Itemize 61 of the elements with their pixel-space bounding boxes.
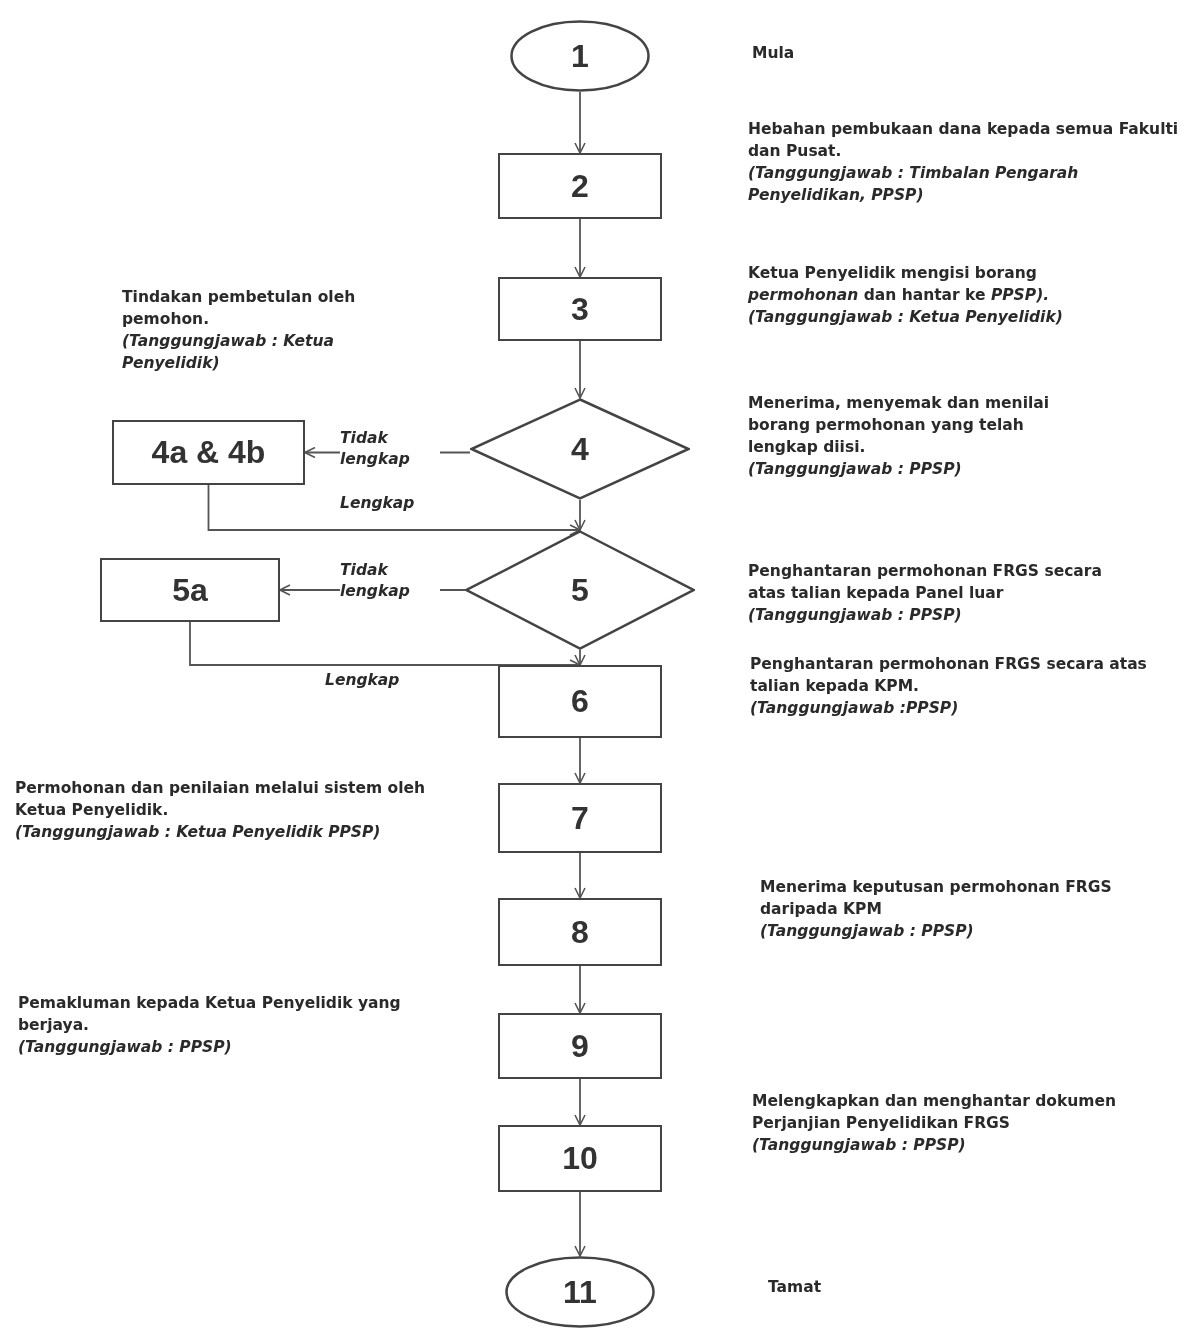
process-box [100,558,280,622]
arrow [574,1078,586,1126]
process-box [498,1013,662,1079]
arrow [574,965,586,1014]
step-number: 7 [571,799,589,837]
step-number: 4 [571,430,589,468]
decision-diamond [465,530,695,650]
responsibility-note: (Tanggungjawab : Ketua Penyelidik) [748,307,1064,328]
arrow [574,91,586,154]
decision-diamond [470,398,690,500]
step-number: 6 [571,683,589,720]
step-description: Tindakan pembetulan oleh pemohon. [122,287,357,330]
responsibility-note: (Tanggungjawab : Ketua Penyelidik) [122,331,335,374]
step-number: 3 [571,290,589,328]
edge-label: Tidak lengkap [340,428,440,470]
step-number: 8 [571,913,589,951]
process-box [498,783,662,853]
process-box [498,898,662,966]
process-box [498,1125,662,1192]
responsibility-note: (Tanggungjawab : PPSP) [752,1135,967,1156]
process-box [112,420,305,485]
step-description: Menerima, menyemak dan menilai borang permohonan yang telah lengkap diisi. [748,393,1051,458]
arrow [574,218,586,278]
step-description: Permohonan dan penilaian melalui sistem oleh Ketua Penyelidik. [15,778,427,821]
responsibility-note: (Tanggungjawab : PPSP) [760,921,975,942]
process-box [498,277,662,341]
process-box [498,153,662,219]
arrow [574,737,586,784]
step-number: 5 [571,571,589,609]
step-number: 11 [563,1273,597,1311]
step-description: Menerima keputusan permohonan FRGS daripada KPM [760,877,1113,920]
step-description: Pemakluman kepada Ketua Penyelidik yang berjaya. [18,993,402,1036]
responsibility-note: (Tanggungjawab : PPSP) [748,459,963,480]
terminal-label: Tamat [768,1277,822,1298]
step-description: Penghantaran permohonan FRGS secara atas talian kepada Panel luar [748,561,1103,604]
step-number: 9 [571,1027,589,1065]
step-number: 1 [571,37,589,75]
responsibility-note: (Tanggungjawab : PPSP) [748,605,963,626]
responsibility-note: (Tanggungjawab :PPSP) [750,698,960,719]
arrow [207,484,581,536]
terminal-label: Mula [752,43,795,64]
step-number: 2 [571,167,589,205]
terminal-oval [510,20,650,92]
process-box [498,665,662,738]
edge-label: Tidak lengkap [340,560,440,602]
responsibility-note: (Tanggungjawab : PPSP) [18,1037,233,1058]
responsibility-note: (Tanggungjawab : Ketua Penyelidik PPSP) [15,822,382,843]
arrow [574,649,586,666]
step-description: Melengkapkan dan menghantar dokumen Perjanjian Penyelidikan FRGS [752,1091,1117,1134]
step-number: 4a & 4b [151,434,266,471]
step-description: Hebahan pembukaan dana kepada semua Fakulti dan Pusat. [748,119,1180,162]
terminal-oval [505,1256,655,1328]
arrow [574,1191,586,1257]
step-description: Ketua Penyelidik mengisi borang permohonan dan hantar ke PPSP). [748,263,1051,306]
step-number: 10 [562,1140,598,1177]
arrow [574,340,586,399]
arrow [574,852,586,899]
step-number: 5a [172,571,208,609]
responsibility-note: (Tanggungjawab : Timbalan Pengarah Penyelidikan, PPSP) [748,163,1080,206]
arrow [574,499,586,531]
step-description: Penghantaran permohonan FRGS secara atas talian kepada KPM. [750,654,1148,697]
